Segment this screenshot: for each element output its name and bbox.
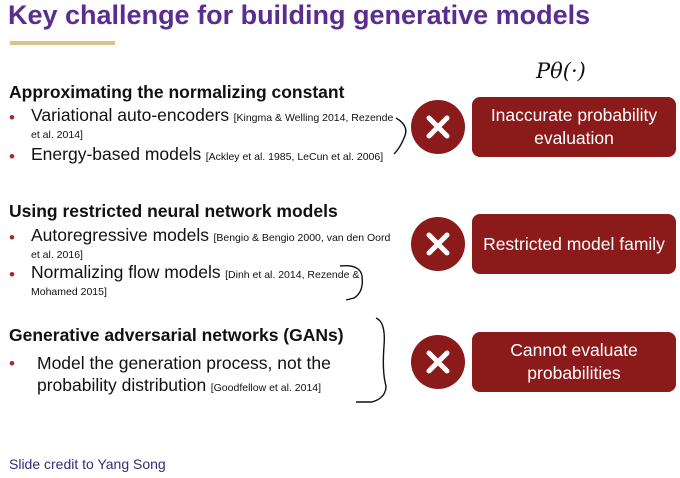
x-circle-icon [411, 217, 465, 271]
bullet-dot: • [9, 354, 15, 373]
slide-title: Key challenge for building generative mo… [8, 0, 591, 30]
result-box-1: Inaccurate probability evaluation [472, 97, 676, 157]
x-circle-icon [411, 335, 465, 389]
bullet-ebm: • Energy-based models [Ackley et al. 198… [9, 144, 394, 166]
bullet-normalizing-flow: • Normalizing flow models [Dinh et al. 2… [9, 262, 394, 300]
bullet-main-text: Normalizing flow models [31, 262, 221, 282]
handwritten-p-theta: Pθ(·) [535, 59, 586, 83]
bullet-gan: • Model the generation process, not the … [9, 353, 389, 399]
section-heading-1: Approximating the normalizing constant [9, 82, 345, 102]
result-text-1: Inaccurate probability evaluation [490, 105, 658, 148]
handwritten-bracket-3 [356, 317, 387, 403]
result-box-3: Cannot evaluate probabilities [472, 332, 676, 392]
section-heading-3: Generative adversarial networks (GANs) [9, 325, 344, 345]
result-text-3: Cannot evaluate probabilities [510, 340, 638, 383]
handwritten-bracket-2 [339, 265, 364, 301]
section-heading-2: Using restricted neural network models [9, 201, 338, 221]
bullet-dot: • [9, 147, 15, 166]
bullet-main-text: Model the generation process, not the pr… [37, 353, 331, 395]
bullet-ref-text: [Goodfellow et al. 2014] [210, 382, 322, 394]
bullet-vae: • Variational auto-encoders [Kingma & We… [9, 105, 394, 143]
bullet-dot: • [9, 108, 15, 127]
bullet-main-text: Autoregressive models [31, 225, 209, 245]
bullet-ref-text: [Kingma & Welling 2014, Rezende et al. 2… [31, 112, 394, 141]
handwritten-bracket-1 [393, 117, 407, 155]
bullet-dot: • [9, 265, 15, 284]
bullet-dot: • [9, 228, 15, 247]
bullet-ref-text: [Dinh et al. 2014, Rezende & Mohamed 201… [31, 269, 360, 298]
title-underline [10, 41, 115, 45]
bullet-ref-text: [Bengio & Bengio 2000, van den Oord et a… [31, 232, 391, 261]
slide-credit: Slide credit to Yang Song [9, 456, 166, 472]
bullet-autoregressive: • Autoregressive models [Bengio & Bengio… [9, 225, 394, 263]
bullet-main-text: Energy-based models [31, 144, 202, 164]
bullet-main-text: Variational auto-encoders [31, 105, 230, 125]
x-circle-icon [411, 100, 465, 154]
result-box-2: Restricted model family [472, 214, 676, 274]
result-text-2: Restricted model family [483, 233, 665, 254]
bullet-ref-text: [Ackley et al. 1985, LeCun et al. 2006] [205, 151, 384, 163]
